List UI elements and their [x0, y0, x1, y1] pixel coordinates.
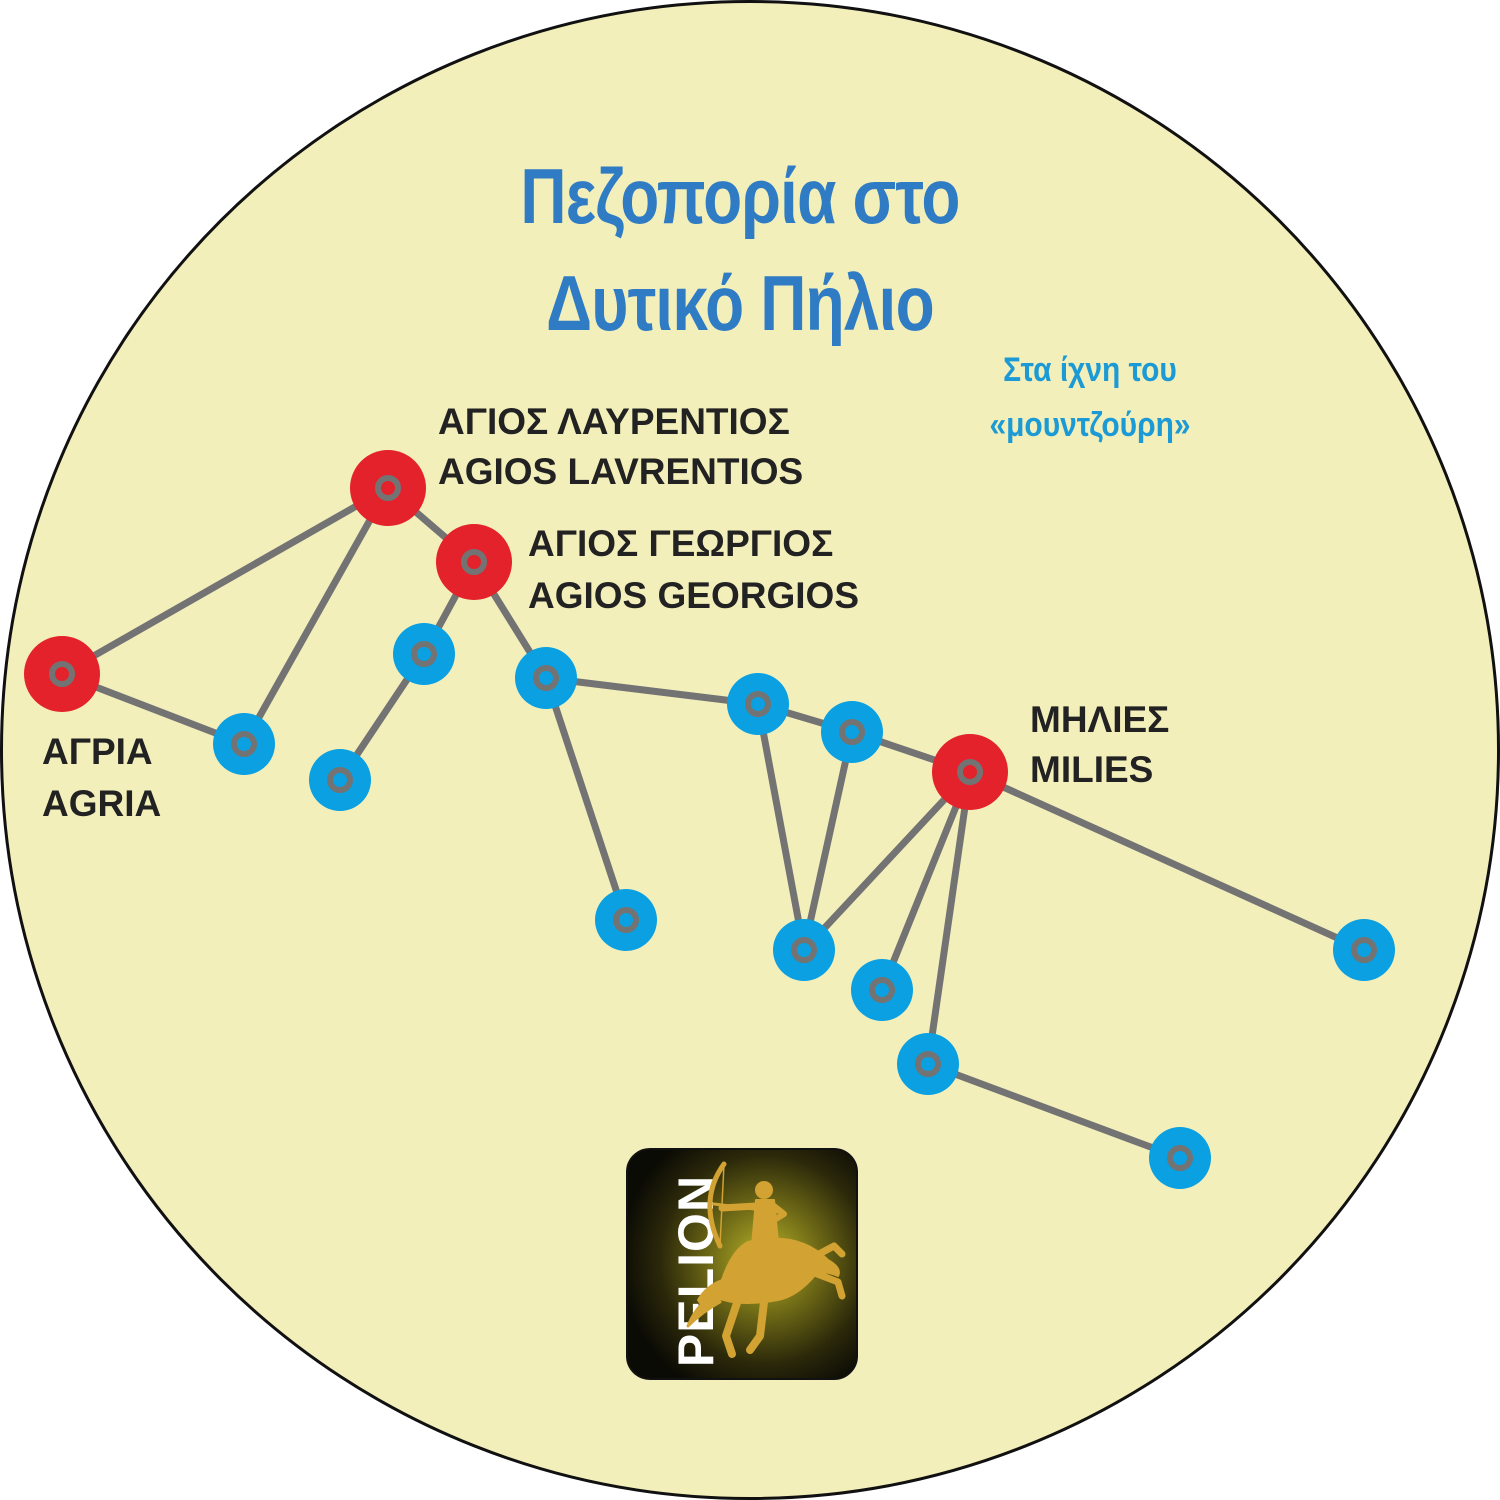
- waypoint-node-w6: [821, 701, 883, 763]
- village-node-lavrentios: [350, 450, 426, 526]
- route-line-agria-lavrentios: [58, 484, 392, 678]
- waypoint-node-w5: [727, 673, 789, 735]
- waypoint-node-w3: [309, 749, 371, 811]
- route-line-milies-w9: [878, 768, 974, 994]
- waypoint-node-w11: [1333, 919, 1395, 981]
- waypoint-node-w10: [897, 1033, 959, 1095]
- route-line-w5-w8: [754, 700, 808, 954]
- centaur-archer-icon: [686, 1161, 846, 1358]
- route-line-w8-w6: [800, 728, 856, 954]
- waypoint-node-w9: [851, 959, 913, 1021]
- village-node-milies: [932, 734, 1008, 810]
- label-agria-greek: ΑΓΡΙΑ: [42, 731, 153, 772]
- route-line-w4-w7: [542, 674, 630, 924]
- route-line-w8-milies: [800, 768, 974, 954]
- label-agria-latin: AGRIA: [42, 783, 162, 824]
- waypoint-node-w1: [213, 713, 275, 775]
- waypoint-node-w4: [515, 647, 577, 709]
- route-line-w1-lavrentios: [240, 484, 392, 748]
- label-lavrentios-latin: AGIOS LAVRENTIOS: [438, 451, 804, 492]
- waypoint-node-w2: [393, 623, 455, 685]
- route-line-w4-w5: [542, 674, 762, 708]
- label-georgios-latin: AGIOS GEORGIOS: [528, 575, 859, 616]
- route-nodes: [24, 450, 1395, 1189]
- map-subtitle-line-1: Στα ίχνη του: [1003, 351, 1177, 389]
- label-milies-latin: MILIES: [1030, 749, 1154, 790]
- label-milies-greek: ΜΗΛΙΕΣ: [1030, 699, 1170, 740]
- label-georgios-greek: ΑΓΙΟΣ ΓΕΩΡΓΙΟΣ: [528, 523, 834, 564]
- waypoint-node-w12: [1149, 1127, 1211, 1189]
- waypoint-node-w7: [595, 889, 657, 951]
- route-line-milies-w11: [966, 768, 1368, 954]
- village-node-georgios: [436, 524, 512, 600]
- village-node-agria: [24, 636, 100, 712]
- route-line-w10-w12: [924, 1060, 1184, 1162]
- route-line-milies-w10: [924, 768, 974, 1068]
- label-lavrentios-greek: ΑΓΙΟΣ ΛΑΥΡΕΝΤΙΟΣ: [438, 401, 790, 442]
- map-title-line-1: Πεζοπορία στο: [520, 152, 960, 240]
- waypoint-node-w8: [773, 919, 835, 981]
- map-subtitle-line-2: «μουντζούρη»: [989, 406, 1191, 444]
- map-title-line-2: Δυτικό Πήλιο: [546, 259, 935, 347]
- pelion-logo: PELION: [626, 1148, 858, 1380]
